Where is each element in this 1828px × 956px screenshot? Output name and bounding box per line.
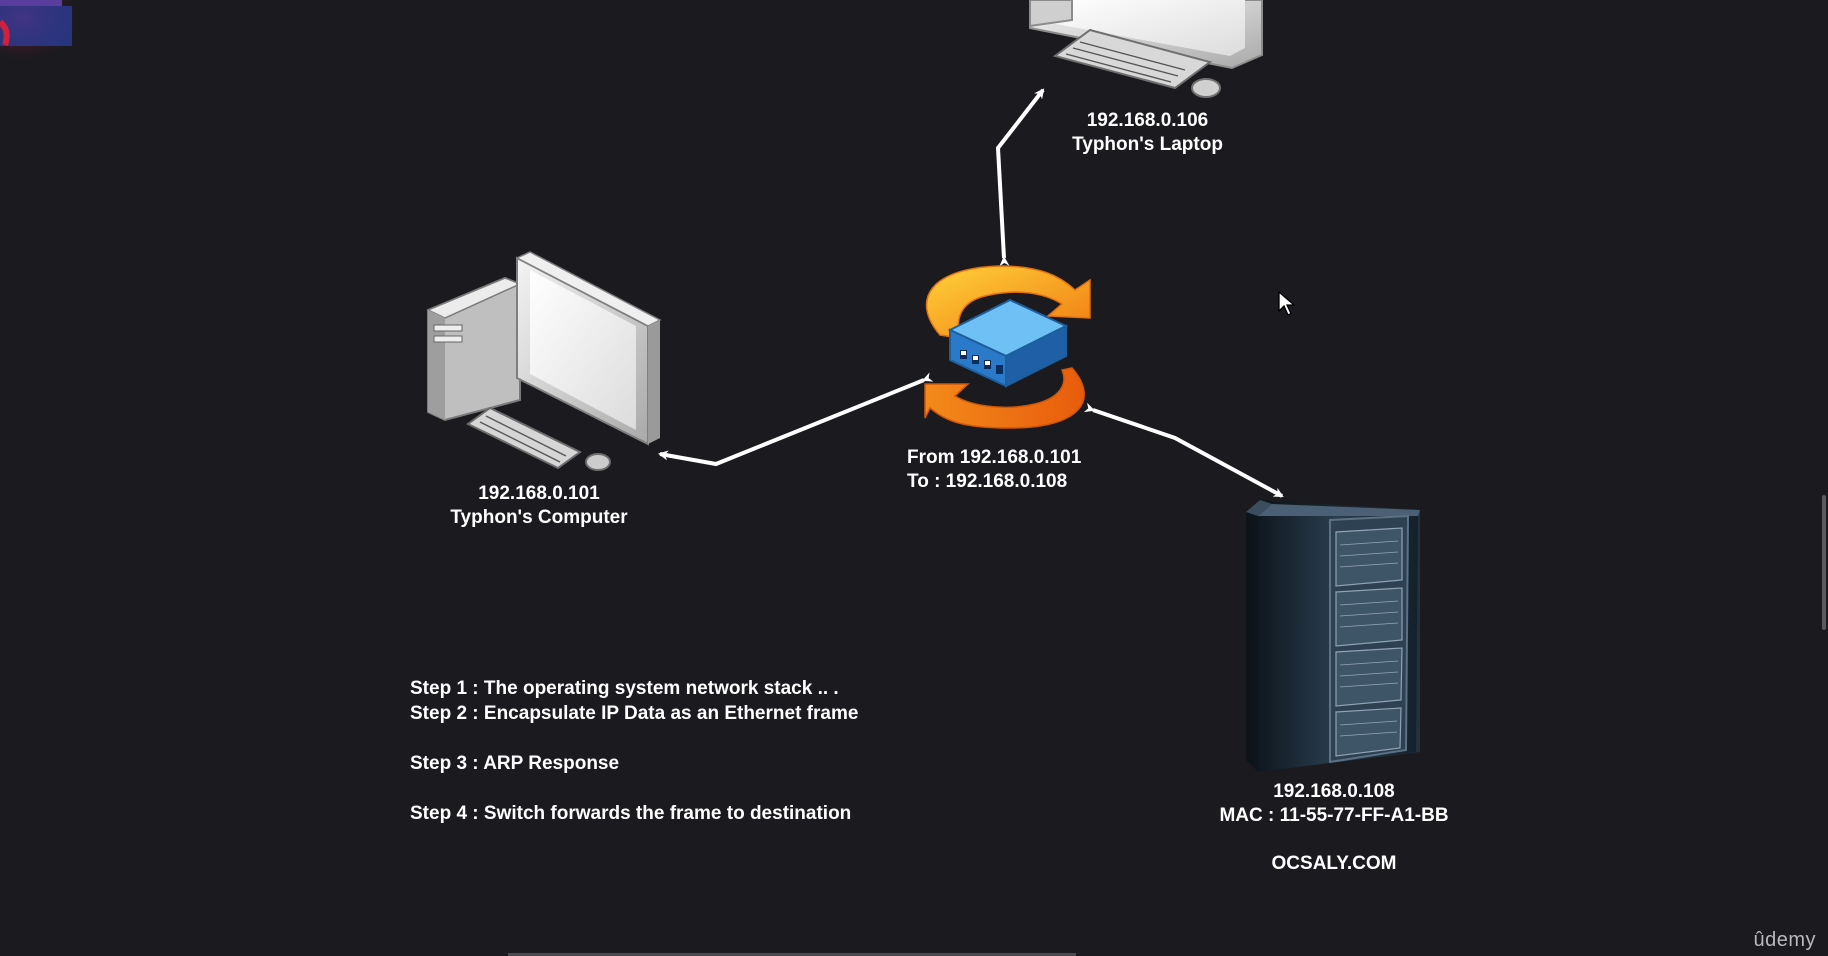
- computer-ip: 192.168.0.101: [478, 483, 600, 504]
- server-ip: 192.168.0.108: [1273, 781, 1395, 802]
- step-3: Step 3 : ARP Response: [410, 753, 620, 774]
- server-mac: MAC : 11-55-77-FF-A1-BB: [1219, 805, 1449, 826]
- horizontal-scroll-indicator[interactable]: [508, 953, 1076, 956]
- video-thumbnail-fragment: [0, 0, 80, 70]
- computer-name: Typhon's Computer: [450, 507, 628, 528]
- laptop-ip: 192.168.0.106: [1086, 110, 1209, 131]
- switch-to: To : 192.168.0.108: [907, 471, 1068, 492]
- udemy-logo: ûdemy: [1753, 929, 1816, 951]
- laptop-icon: [1029, 0, 1263, 98]
- server-site: OCSALY.COM: [1271, 853, 1397, 874]
- computer-label: 192.168.0.101 Typhon's Computer: [440, 482, 638, 530]
- step-1: Step 1 : The operating system network st…: [410, 678, 839, 699]
- step-4: Step 4 : Switch forwards the frame to de…: [410, 803, 852, 824]
- server-label: 192.168.0.108 MAC : 11-55-77-FF-A1-BB OC…: [1205, 780, 1463, 876]
- arrow-switch-computer: [658, 372, 934, 467]
- laptop-name: Typhon's Laptop: [1072, 134, 1223, 155]
- computer-icon: [426, 251, 662, 471]
- vertical-scrollbar[interactable]: [1818, 0, 1828, 956]
- mouse-cursor-icon: [1278, 290, 1296, 322]
- step-2: Step 2 : Encapsulate IP Data as an Ether…: [410, 703, 859, 724]
- arrow-switch-laptop: [995, 88, 1045, 267]
- arrow-switch-server: [1083, 402, 1284, 498]
- laptop-label: 192.168.0.106 Typhon's Laptop: [1070, 109, 1225, 157]
- switch-label: From 192.168.0.101 To : 192.168.0.108: [907, 446, 1081, 494]
- switch-icon: [924, 265, 1091, 429]
- scrollbar-thumb[interactable]: [1822, 495, 1826, 630]
- server-rack-icon: [1246, 500, 1420, 772]
- steps-list: Step 1 : The operating system network st…: [410, 676, 870, 851]
- switch-from: From 192.168.0.101: [907, 447, 1082, 468]
- connection-arrows: [658, 88, 1284, 498]
